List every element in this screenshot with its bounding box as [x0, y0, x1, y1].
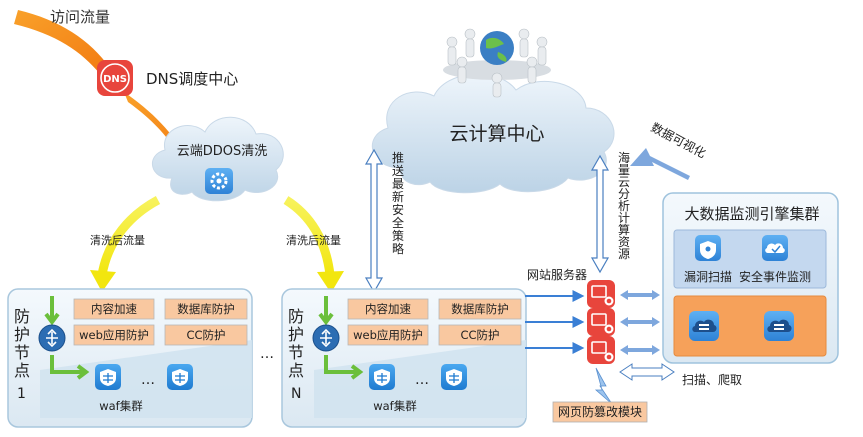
server-flow-arrows [525, 290, 585, 354]
bigdata-cluster-label: 大数据监测引擎集群 [684, 205, 819, 223]
waf-firewall-icon [441, 364, 467, 390]
meeting-globe-icon [443, 28, 551, 98]
node-title: 防护节点 [14, 307, 30, 380]
traffic-in-label: 访问流量 [50, 8, 110, 26]
feature-box [347, 298, 429, 320]
nodes-ellipsis: … [260, 346, 274, 362]
protection-node-1: 防护节点 1 内容加速 数据库防护 web应用防护 CC防护 … waf集群 [7, 288, 253, 428]
push-policy-label: 推送最新安全策略 [392, 151, 404, 256]
analysis-resource-label: 海量云分析计算资源 [618, 150, 630, 261]
waf-firewall-icon [167, 364, 193, 390]
tamper-module-label: 网页防篡改模块 [558, 404, 642, 419]
scan-crawl-label: 扫描、爬取 [682, 373, 742, 387]
router-icon [312, 324, 340, 352]
push-policy-double-arrow [364, 148, 384, 294]
waf-cluster-label: waf集群 [373, 399, 417, 413]
dns-center-label: DNS调度中心 [146, 70, 238, 88]
cleaned-traffic-arrow-right [283, 196, 344, 293]
feature-label: 数据库防护 [451, 302, 509, 316]
vuln-scan-icon [695, 235, 721, 261]
waf-ellipsis: … [141, 372, 155, 388]
router-icon [38, 324, 66, 352]
node-index: 1 [17, 386, 26, 402]
lightning-icon [594, 367, 613, 405]
cleaned-traffic-label-left: 清洗后流量 [90, 233, 145, 247]
web-servers-label: 网站服务器 [527, 267, 587, 282]
security-event-label: 安全事件监测 [739, 269, 811, 284]
node-index: N [291, 386, 301, 402]
cloud-server-icon-1 [689, 311, 719, 341]
feature-box [164, 324, 248, 346]
feature-box [438, 298, 522, 320]
feature-label: web应用防护 [353, 328, 423, 342]
feature-box [438, 324, 522, 346]
feature-box [73, 324, 155, 346]
cloud-server-icon-2 [764, 311, 794, 341]
waf-ellipsis: … [415, 372, 429, 388]
protection-node-n: 防护节点 N 内容加速 数据库防护 web应用防护 CC防护 … waf集群 [281, 288, 527, 428]
feature-label: 数据库防护 [177, 302, 235, 316]
security-event-icon [762, 235, 788, 261]
server-cluster-double-arrows [619, 290, 675, 381]
cloud-center [371, 73, 615, 194]
outbound-arrow [324, 355, 364, 380]
feature-label: 内容加速 [365, 302, 411, 316]
waf-firewall-icon [95, 364, 121, 390]
waf-cluster-label: waf集群 [99, 399, 143, 413]
web-server-icon-1 [587, 280, 615, 308]
node-title: 防护节点 [288, 307, 304, 380]
feature-label: CC防护 [460, 328, 499, 342]
ddos-label: 云端DDOS清洗 [177, 144, 268, 159]
feature-box [73, 298, 155, 320]
feature-box [347, 324, 429, 346]
tamper-module-box [552, 401, 648, 423]
data-visual-label: 数据可视化 [649, 119, 709, 160]
cleaned-traffic-label-right: 清洗后流量 [286, 233, 341, 247]
feature-label: web应用防护 [79, 328, 149, 342]
data-visual-arrow [630, 148, 690, 180]
outbound-arrow [50, 355, 90, 380]
feature-label: CC防护 [186, 328, 225, 342]
web-server-icon-2 [587, 308, 615, 336]
vuln-scan-label: 漏洞扫描 [684, 270, 732, 284]
cleaned-traffic-arrow-left [90, 196, 161, 292]
dns-icon: DNS [97, 60, 133, 96]
svg-text:DNS: DNS [103, 74, 127, 85]
feature-label: 内容加速 [91, 302, 137, 316]
cloud-center-label: 云计算中心 [449, 123, 544, 145]
ddos-cloud [151, 116, 284, 202]
waf-firewall-icon [369, 364, 395, 390]
web-server-icon-3 [587, 336, 615, 364]
gear-icon [205, 168, 233, 194]
analysis-double-arrow [590, 154, 610, 274]
feature-box [164, 298, 248, 320]
inbound-arrow [318, 296, 334, 326]
inbound-arrow [44, 296, 60, 326]
